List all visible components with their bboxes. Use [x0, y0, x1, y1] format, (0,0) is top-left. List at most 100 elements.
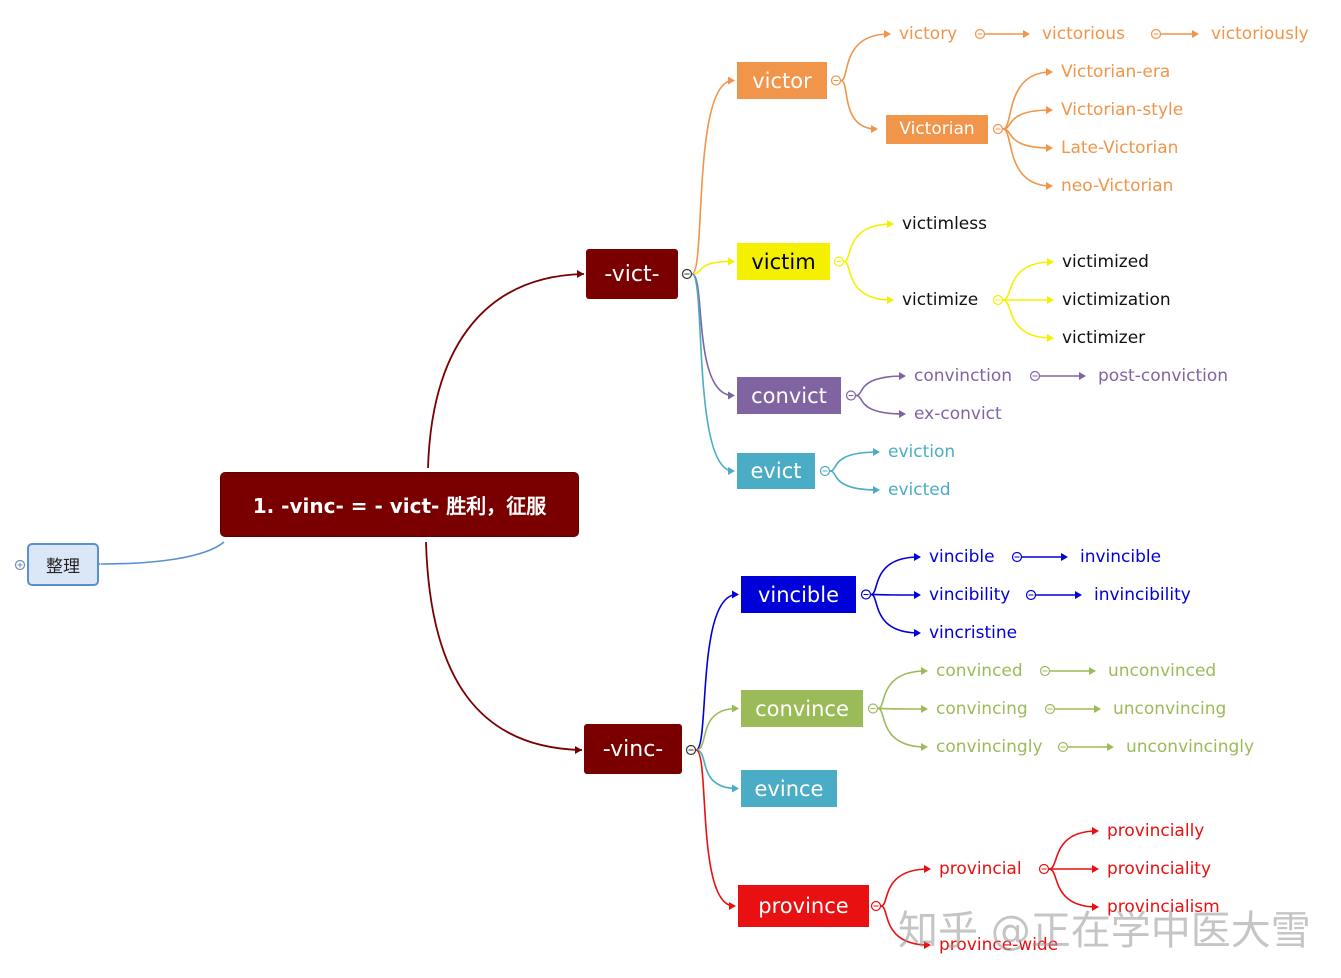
floating-topic-tag[interactable]: 整理: [27, 543, 99, 586]
leaf-topic-convinced[interactable]: convinced: [936, 661, 1023, 681]
leaf-topic-vincible[interactable]: vincible: [929, 547, 995, 567]
leaf-topic-ex-convict[interactable]: ex-convict: [914, 404, 1002, 424]
subtopic-collapse-icon-vincible[interactable]: [860, 589, 872, 600]
chain-toggle-icon-invincibility[interactable]: [1025, 589, 1037, 601]
subtopic-collapse-icon-evict[interactable]: [819, 465, 831, 477]
child-topic-victorian-era[interactable]: Victorian-era: [1061, 62, 1171, 82]
leaf-line-ex-convict: [855, 394, 905, 415]
child-topic-victimized[interactable]: victimized: [1062, 252, 1149, 272]
chain-topic-invincibility[interactable]: invincibility: [1094, 585, 1191, 605]
subtopic-evince[interactable]: evince: [741, 770, 837, 807]
chain-toggle-icon-victorious[interactable]: [974, 28, 986, 40]
subtopic-arrowhead-victor: [728, 76, 735, 85]
subtopic-convince[interactable]: convince: [741, 690, 863, 727]
chain-arrowhead-invincible: [1061, 553, 1068, 561]
child-arrowhead-provinciality: [1092, 865, 1099, 873]
leaf-arrowhead-convinction: [899, 372, 906, 380]
leaf-topic-victorian[interactable]: Victorian: [886, 114, 988, 144]
subtopic-line-vincible: [695, 593, 738, 751]
chain-toggle-icon-unconvincingly[interactable]: [1057, 741, 1069, 753]
chain-topic-victoriously[interactable]: victoriously: [1211, 24, 1309, 44]
subtopic-collapse-icon-victim[interactable]: [833, 256, 845, 267]
leaf-line-convinced: [877, 670, 927, 710]
subtopic-evict[interactable]: evict: [737, 453, 815, 489]
subtopic-collapse-icon-convince[interactable]: [867, 703, 879, 714]
tag-expand-icon[interactable]: [14, 559, 26, 571]
leaf-topic-victimless[interactable]: victimless: [902, 214, 987, 234]
leaf-line-convincing: [877, 707, 927, 710]
leaf-topic-vincibility[interactable]: vincibility: [929, 585, 1011, 605]
leaf-topic-victory[interactable]: victory: [899, 24, 958, 44]
chain-toggle-icon-post-conviction[interactable]: [1029, 370, 1041, 382]
chain-topic-invincible[interactable]: invincible: [1080, 547, 1162, 567]
branch-collapse-icon-vict[interactable]: [681, 268, 693, 280]
subtopic-collapse-icon-victor[interactable]: [830, 75, 842, 86]
subtopic-victor[interactable]: victor: [737, 62, 827, 99]
subtopic-victim[interactable]: victim: [737, 243, 830, 280]
subtopic-collapse-icon-convict[interactable]: [845, 390, 857, 401]
child-line-victimizer: [1002, 299, 1053, 339]
child-topic-provincialism[interactable]: provincialism: [1107, 897, 1220, 917]
leaf-line-victimize: [843, 260, 893, 301]
leaf-topic-convincing[interactable]: convincing: [936, 699, 1028, 719]
leaf-arrowhead-victimize: [887, 296, 894, 304]
subtopic-collapse-icon-province[interactable]: [870, 900, 882, 912]
chain-arrowhead-unconvincing: [1094, 705, 1101, 713]
leaf-topic-convinction[interactable]: convinction: [914, 366, 1012, 386]
subtopic-convict[interactable]: convict: [737, 377, 841, 414]
child-topic-victimization[interactable]: victimization: [1062, 290, 1171, 310]
leaf-arrowhead-victimless: [887, 220, 894, 228]
leaf-topic-provincial[interactable]: provincial: [939, 859, 1022, 879]
chain-toggle-icon-unconvincing[interactable]: [1044, 703, 1056, 715]
child-topic-provinciality[interactable]: provinciality: [1107, 859, 1212, 879]
chain-topic-unconvincing[interactable]: unconvincing: [1113, 699, 1227, 719]
leaf-line-provincial: [880, 868, 930, 907]
child-topic-neo-victorian[interactable]: neo-Victorian: [1061, 176, 1174, 196]
child-arrowhead-provincialism: [1092, 903, 1099, 911]
chain-arrowhead-invincibility: [1075, 591, 1082, 599]
leaf-topic-eviction[interactable]: eviction: [888, 442, 956, 462]
leaf-arrowhead-victorian: [871, 125, 878, 133]
child-topic-victimizer[interactable]: victimizer: [1062, 328, 1146, 348]
chain-toggle-icon-victoriously[interactable]: [1150, 28, 1162, 40]
child-topic-victorian-style[interactable]: Victorian-style: [1061, 100, 1184, 120]
root-topic[interactable]: 1. -vinc- = - vict- 胜利，征服: [221, 473, 578, 536]
child-arrowhead-neo-victorian: [1046, 182, 1053, 190]
chain-toggle-icon-unconvinced[interactable]: [1039, 665, 1051, 677]
chain-topic-unconvinced[interactable]: unconvinced: [1108, 661, 1217, 681]
child-topic-provincially[interactable]: provincially: [1107, 821, 1205, 841]
child-topic-late-victorian[interactable]: Late-Victorian: [1061, 138, 1179, 158]
leaf-topic-evicted[interactable]: evicted: [888, 480, 951, 500]
branch-collapse-icon-vinc[interactable]: [685, 744, 697, 756]
leaf-topic-province-wide[interactable]: province-wide: [939, 935, 1059, 955]
subtopic-arrowhead-evict: [728, 467, 735, 475]
subtopic-vincible[interactable]: vincible: [741, 576, 856, 613]
leaf-arrowhead-eviction: [873, 448, 880, 456]
leaf-line-eviction: [829, 451, 879, 472]
leaf-topic-vincristine[interactable]: vincristine: [929, 623, 1018, 643]
subtopic-arrowhead-province: [729, 902, 736, 910]
leaf-arrowhead-convincing: [921, 705, 928, 713]
leaf-arrowhead-vincristine: [914, 629, 921, 637]
branch-topic-vinc[interactable]: -vinc-: [584, 724, 682, 774]
child-line-provincialism: [1048, 868, 1098, 908]
subtopic-arrowhead-convict: [728, 391, 735, 400]
chain-topic-victorious[interactable]: victorious: [1042, 24, 1125, 44]
leaf-collapse-icon-victimize[interactable]: [992, 294, 1004, 306]
leaf-topic-victimize[interactable]: victimize: [902, 290, 979, 310]
leaf-collapse-icon-provincial[interactable]: [1038, 863, 1050, 875]
subtopic-arrowhead-evince: [732, 784, 739, 793]
child-line-victimized: [1002, 261, 1053, 301]
leaf-collapse-icon-victorian[interactable]: [992, 123, 1004, 135]
leaf-line-province-wide: [880, 905, 930, 946]
branch-topic-vict[interactable]: -vict-: [586, 249, 678, 299]
leaf-line-convinction: [855, 375, 905, 397]
leaf-topic-convincingly[interactable]: convincingly: [936, 737, 1043, 757]
leaf-arrowhead-victory: [884, 30, 891, 38]
chain-topic-post-conviction[interactable]: post-conviction: [1098, 366, 1229, 386]
chain-toggle-icon-invincible[interactable]: [1011, 551, 1023, 563]
chain-topic-unconvincingly[interactable]: unconvincingly: [1126, 737, 1255, 757]
subtopic-province[interactable]: province: [738, 885, 869, 927]
leaf-arrowhead-evicted: [873, 486, 880, 494]
